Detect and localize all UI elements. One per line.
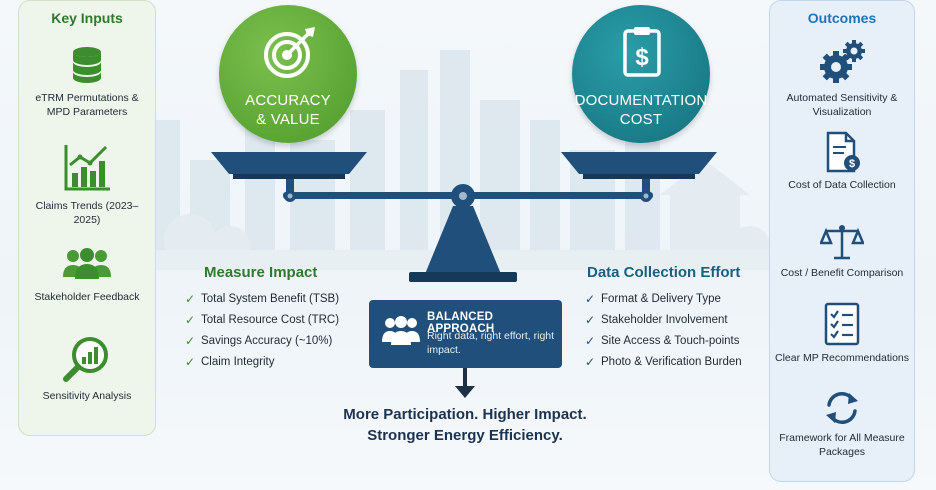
- checkmark-icon: ✓: [185, 313, 196, 327]
- balanced-approach-box: BALANCED APPROACH Right data, right effo…: [369, 300, 562, 368]
- outcome-label: Cost / Benefit Comparison: [780, 267, 904, 279]
- outcomes-title: Outcomes: [807, 10, 877, 26]
- list-item: ✓Site Access & Touch-points: [585, 334, 740, 348]
- list-item: ✓Claim Integrity: [185, 355, 275, 369]
- checkmark-icon: ✓: [585, 334, 596, 348]
- key-inputs-panel: Key Inputs eTRM Permutations & MPD Param…: [18, 0, 156, 436]
- list-item: ✓Format & Delivery Type: [585, 292, 721, 306]
- people-group-icon: [63, 248, 111, 279]
- accuracy-value-line1: ACCURACY: [245, 92, 331, 109]
- checkmark-icon: ✓: [185, 292, 196, 306]
- measure-impact-title: Measure Impact: [204, 264, 318, 281]
- balanced-approach-description: Right data, right effort, right impact.: [427, 330, 555, 356]
- outcome-label: Automated Sensitivity & Visualization: [786, 92, 898, 118]
- list-item: ✓Total Resource Cost (TRC): [185, 313, 340, 327]
- list-item: ✓Total System Benefit (TSB): [185, 292, 340, 306]
- key-input-label: eTRM Permutations & MPD Parameters: [35, 92, 139, 118]
- key-input-label: Stakeholder Feedback: [34, 291, 140, 303]
- key-input-label: Sensitivity Analysis: [42, 390, 132, 402]
- checkmark-icon: ✓: [185, 334, 196, 348]
- outcome-label: Cost of Data Collection: [788, 179, 896, 191]
- outcome-label: Framework for All Measure Packages: [779, 432, 905, 458]
- list-item: ✓Stakeholder Involvement: [585, 313, 728, 327]
- list-item: ✓Photo & Verification Burden: [585, 355, 742, 369]
- database-icon: [73, 47, 101, 83]
- clipboard-dollar-icon: $: [623, 27, 661, 77]
- data-collection-title: Data Collection Effort: [587, 264, 741, 281]
- scales-icon: [820, 225, 864, 260]
- svg-text:$: $: [635, 44, 649, 71]
- list-item: ✓Savings Accuracy (~10%): [185, 334, 333, 348]
- documentation-cost-line2: COST: [619, 111, 663, 128]
- balance-scale: [211, 152, 717, 282]
- tagline-line1: More Participation. Higher Impact.: [343, 406, 587, 423]
- checkmark-icon: ✓: [585, 313, 596, 327]
- tagline-line2: Stronger Energy Efficiency.: [367, 427, 563, 444]
- down-arrow-icon: [455, 368, 475, 398]
- bar-chart-trend-icon: [64, 145, 110, 191]
- balanced-approach-title: BALANCED APPROACH: [427, 311, 495, 335]
- svg-text:$: $: [849, 158, 855, 170]
- key-input-label: Claims Trends (2023–2025): [35, 200, 139, 226]
- checkmark-icon: ✓: [185, 355, 196, 369]
- checkmark-icon: ✓: [585, 292, 596, 306]
- documentation-cost-line1: DOCUMENTATION: [574, 92, 708, 109]
- data-collection-list: ✓Format & Delivery Type ✓Stakeholder Inv…: [585, 292, 742, 376]
- accuracy-value-circle: ACCURACY & VALUE: [219, 5, 357, 143]
- magnifier-chart-icon: [63, 337, 108, 382]
- dollar-document-icon: $: [826, 131, 860, 173]
- checklist-icon: [824, 302, 860, 346]
- checkmark-icon: ✓: [585, 355, 596, 369]
- gears-icon: [820, 40, 865, 83]
- refresh-arrows-icon: [826, 392, 858, 424]
- target-icon: [264, 27, 315, 78]
- people-group-icon: [382, 316, 420, 345]
- outcome-label: Clear MP Recommendations: [774, 352, 910, 364]
- accuracy-value-line2: & VALUE: [256, 111, 320, 128]
- measure-impact-list: ✓Total System Benefit (TSB) ✓Total Resou…: [185, 292, 339, 376]
- documentation-cost-circle: $ DOCUMENTATION COST: [572, 5, 710, 143]
- key-inputs-title: Key Inputs: [51, 10, 123, 26]
- outcomes-panel: Outcomes Automated Sensitivity & Visuali…: [769, 0, 915, 482]
